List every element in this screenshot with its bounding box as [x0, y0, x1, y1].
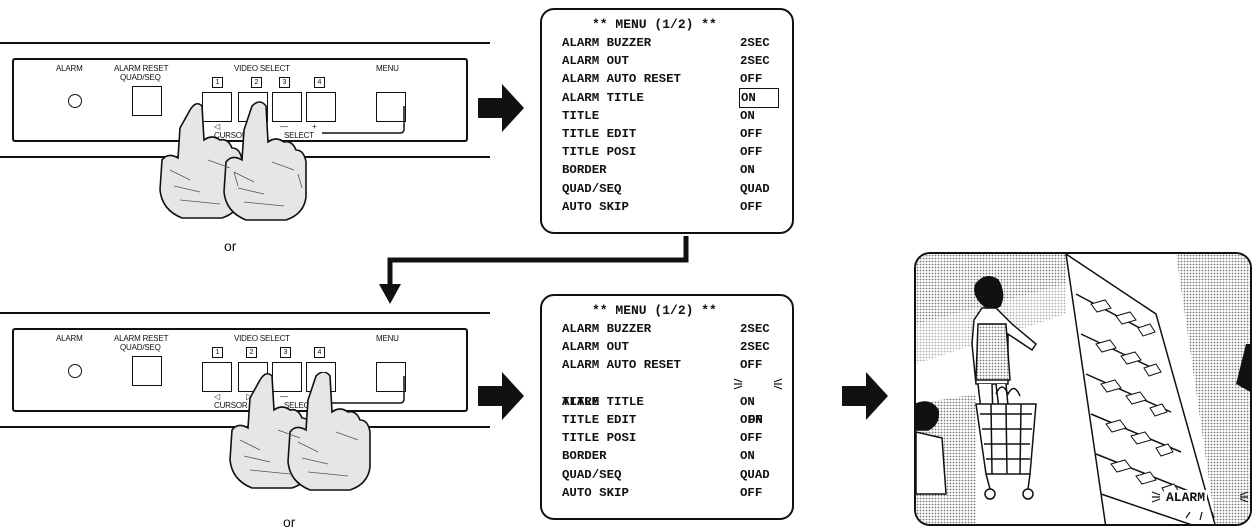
quad-seq-label: QUAD/SEQ: [120, 73, 161, 82]
number-2-label: 2: [251, 77, 262, 88]
blink-marks-icon: [733, 378, 783, 390]
alarm-indicator-led: [68, 364, 82, 378]
number-1-label: 1: [212, 77, 223, 88]
video-select-label: VIDEO SELECT: [234, 64, 290, 73]
select-label: SELECT: [284, 401, 314, 410]
alarm-overlay-text: ALARM: [1164, 490, 1208, 505]
or-caption-top: or: [224, 238, 237, 254]
plus-symbol: +: [312, 122, 317, 131]
number-3-label: 3: [280, 347, 291, 358]
select-bracket-line: [322, 376, 405, 404]
select-label: SELECT: [284, 131, 314, 140]
camera-monitor-screen: ALARM: [914, 252, 1252, 526]
alarm-reset-label: ALARM RESET: [114, 334, 169, 343]
minus-symbol: —: [280, 392, 288, 401]
video-select-label: VIDEO SELECT: [234, 334, 290, 343]
cursor-left-symbol: ◁: [214, 392, 220, 401]
cursor-highlight-box: ON: [739, 87, 779, 108]
store-scene-illustration: [916, 254, 1250, 524]
cursor-left-symbol: ◁: [214, 122, 220, 131]
arrow-right-2: [478, 372, 524, 420]
menu-title: ** MENU (1/2) **: [592, 17, 717, 32]
cursor-label: CURSOR: [214, 131, 248, 140]
number-3-label: 3: [279, 77, 290, 88]
pressing-hands-illustration-top: [159, 101, 307, 221]
alarm-reset-label: ALARM RESET: [114, 64, 169, 73]
number-1-label: 1: [212, 347, 223, 358]
cursor-right-symbol: ▷: [246, 392, 252, 401]
cursor-label: CURSOR: [214, 401, 248, 410]
connector-arrow-down: [379, 236, 689, 304]
minus-symbol: —: [280, 122, 288, 131]
control-panel-bottom: ALARM ALARM RESET QUAD/SEQ VIDEO SELECT …: [0, 312, 490, 428]
quad-seq-label: QUAD/SEQ: [120, 343, 161, 352]
menu-label: MENU: [376, 64, 399, 73]
alarm-reset-button[interactable]: [132, 356, 162, 386]
number-2-label: 2: [246, 347, 257, 358]
number-4-label: 4: [314, 77, 325, 88]
control-panel-top: ALARM ALARM RESET QUAD/SEQ VIDEO SELECT …: [0, 42, 490, 158]
alarm-label: ALARM: [56, 334, 83, 343]
number-4-label: 4: [314, 347, 325, 358]
video-select-button-4[interactable]: [306, 92, 336, 122]
menu-title: ** MENU (1/2) **: [592, 303, 717, 318]
arrow-right-3: [842, 372, 888, 420]
select-bracket-line: [322, 106, 405, 134]
or-caption-bottom: or: [283, 514, 296, 530]
menu-row-selected: ALARM TITLE ON: [562, 375, 792, 427]
pressing-hands-illustration-bottom: [229, 372, 371, 491]
menu-label: MENU: [376, 334, 399, 343]
video-select-button-3[interactable]: [272, 92, 302, 122]
alarm-reset-button[interactable]: [132, 86, 162, 116]
alarm-blink-marks-icon: [1151, 491, 1249, 521]
arrow-right-1: [478, 84, 524, 132]
alarm-indicator-led: [68, 94, 82, 108]
panel-face: ALARM ALARM RESET QUAD/SEQ VIDEO SELECT …: [12, 58, 468, 142]
alarm-label: ALARM: [56, 64, 83, 73]
panel-face: ALARM ALARM RESET QUAD/SEQ VIDEO SELECT …: [12, 328, 468, 412]
menu-button[interactable]: [376, 92, 406, 122]
menu-button[interactable]: [376, 362, 406, 392]
video-select-button-1[interactable]: [202, 362, 232, 392]
